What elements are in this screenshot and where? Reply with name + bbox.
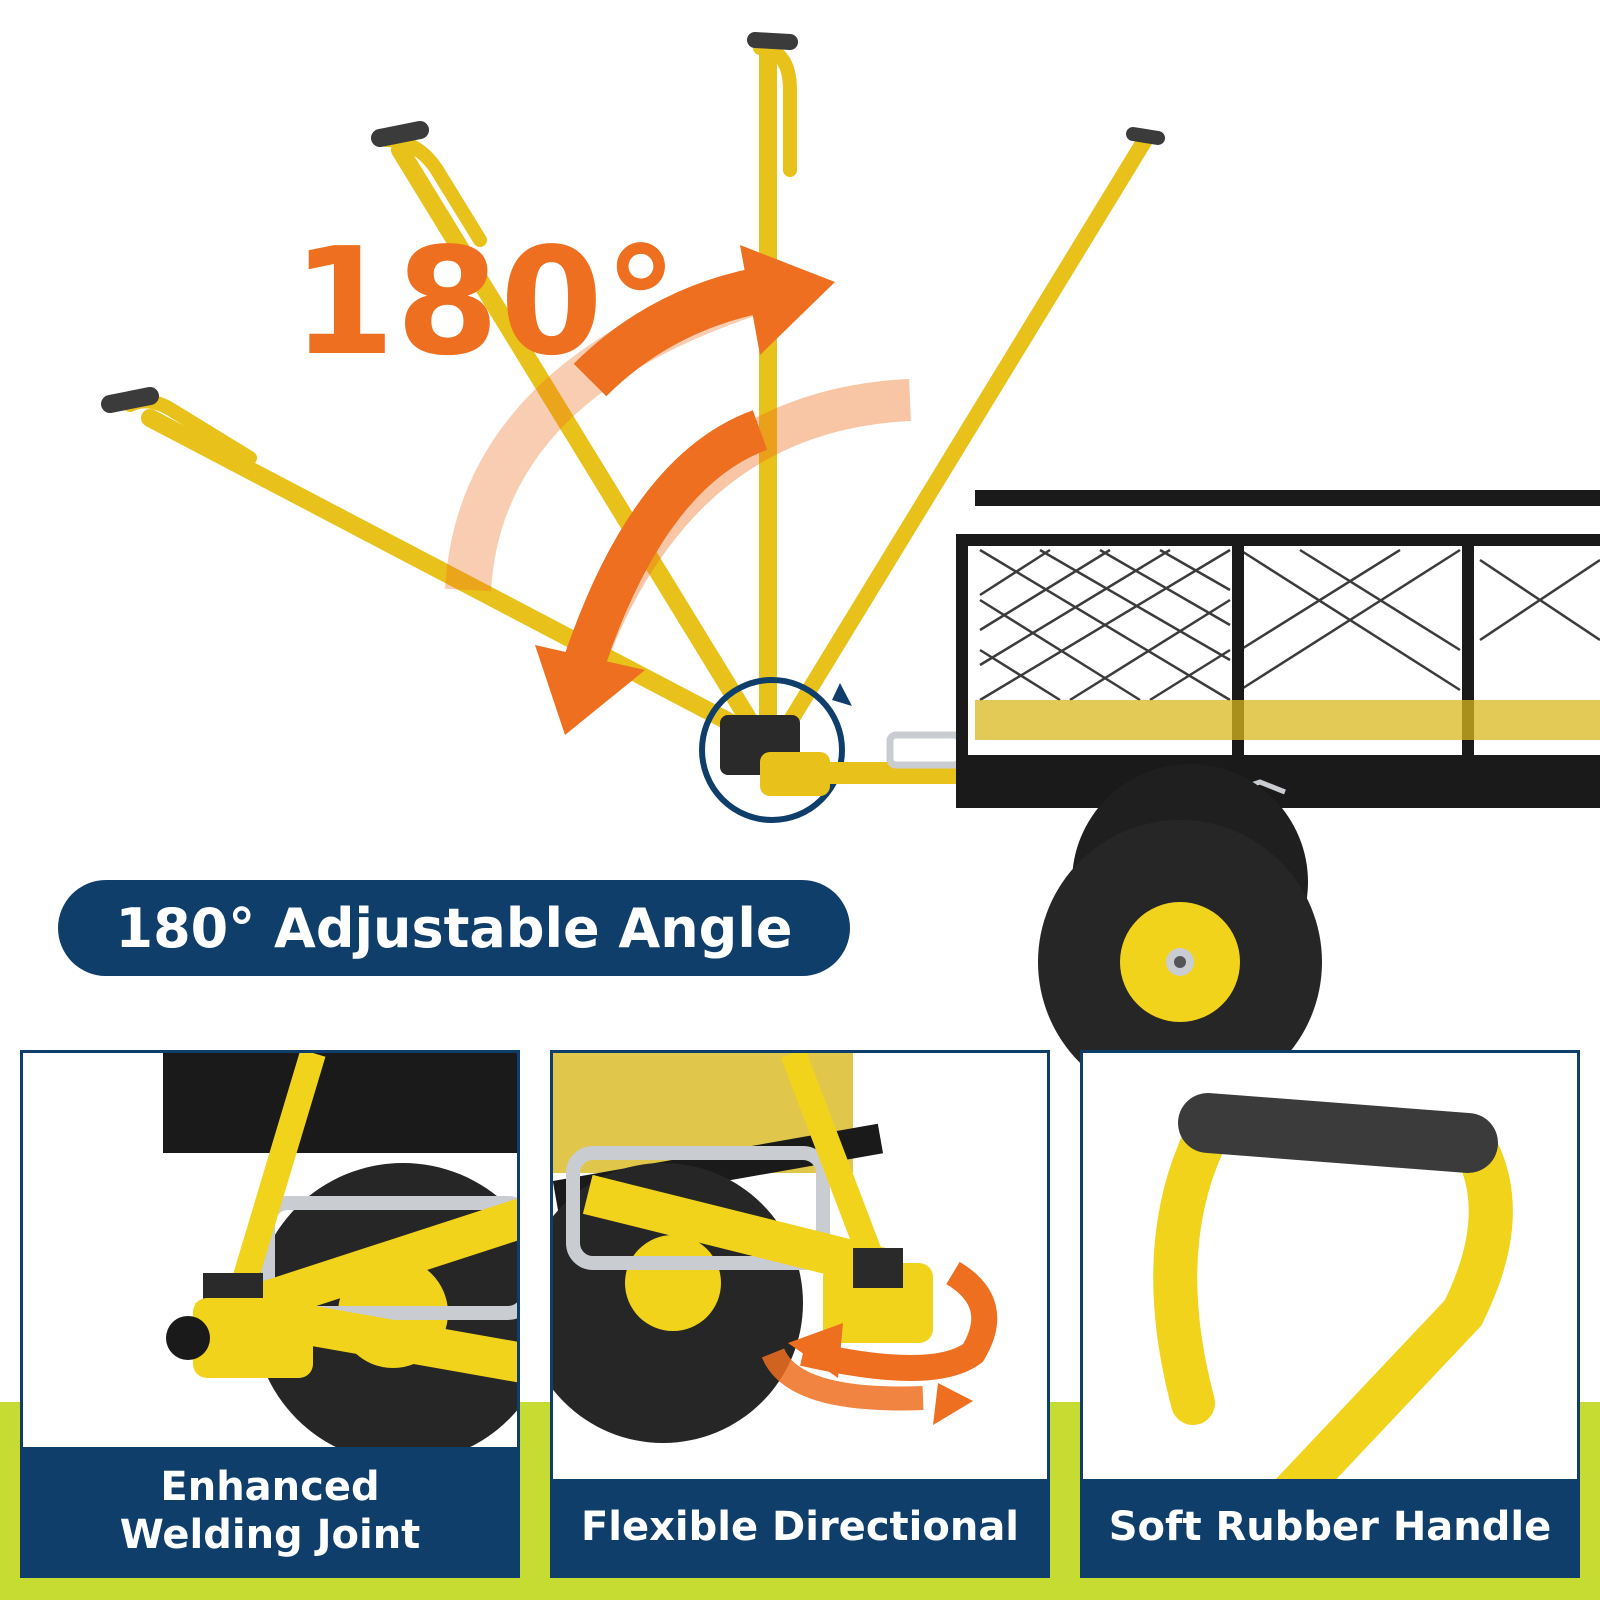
rotation-arc-icon	[445, 245, 911, 735]
welding-joint-label-line1: Enhanced	[160, 1464, 380, 1510]
welding-joint-label: Enhanced Welding Joint	[23, 1447, 517, 1575]
rubber-grip	[1178, 1093, 1498, 1173]
feature-panel-welding-joint: Enhanced Welding Joint	[20, 1050, 520, 1578]
rubber-handle-label: Soft Rubber Handle	[1083, 1479, 1577, 1575]
feature-panel-soft-rubber-handle: Soft Rubber Handle	[1080, 1050, 1580, 1578]
swivel-arrows-icon	[761, 1261, 998, 1425]
wagon-body	[956, 490, 1600, 824]
feature-panel-flexible-directional: Flexible Directional	[550, 1050, 1050, 1578]
angle-heading: 180°	[292, 216, 679, 388]
pill-label: 180° Adjustable Angle	[115, 896, 793, 960]
flexible-directional-label: Flexible Directional	[553, 1479, 1047, 1575]
wagon-wheels	[1038, 764, 1322, 1104]
pivot-joint	[699, 677, 965, 823]
rotation-circle-icon	[699, 677, 845, 823]
adjustable-angle-pill: 180° Adjustable Angle	[58, 880, 850, 976]
handle-positions	[101, 32, 1165, 747]
welding-joint-label-line2: Welding Joint	[119, 1512, 421, 1558]
